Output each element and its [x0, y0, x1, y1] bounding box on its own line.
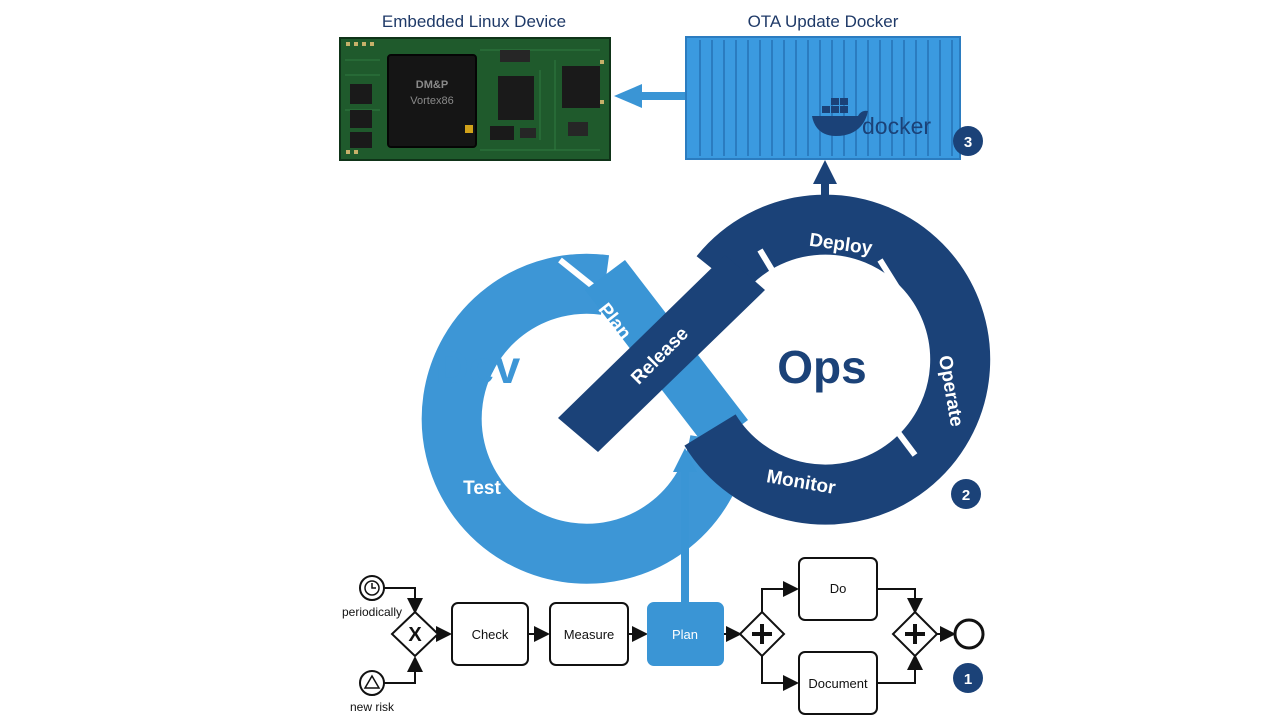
pcb-board-image: DM&P Vortex86	[339, 37, 611, 161]
chip-text-2: Vortex86	[410, 95, 453, 107]
periodically-label: periodically	[342, 605, 402, 619]
plan-task-label: Plan	[672, 627, 698, 642]
bpmn-process	[359, 557, 985, 715]
release-band	[558, 255, 765, 452]
docker-logo-text: docker	[862, 113, 931, 139]
dev-label: Dev	[436, 341, 521, 393]
deploy-to-device-arrow	[614, 84, 688, 108]
triangle-icon	[363, 674, 381, 689]
svg-text:3: 3	[964, 134, 972, 151]
document-task	[798, 651, 878, 715]
plan-to-loop-arrow	[673, 448, 697, 604]
end-event	[953, 618, 985, 650]
chip-text-1: DM&P	[416, 79, 448, 91]
code-label: Code	[476, 232, 526, 259]
gateway-x-mark: X	[408, 624, 422, 646]
badge-1: 1	[953, 663, 983, 693]
svg-text:2: 2	[962, 487, 970, 504]
docker-container: docker	[685, 36, 961, 160]
docker-whale-icon	[812, 98, 868, 136]
dev-ring	[421, 253, 750, 584]
ops-ring	[684, 194, 991, 525]
measure-task	[549, 602, 629, 666]
cpu-chip	[387, 54, 477, 148]
badge-3: 3	[953, 126, 983, 156]
check-label: Check	[472, 627, 509, 642]
document-label: Document	[808, 676, 868, 691]
measure-label: Measure	[564, 627, 615, 642]
svg-text:1: 1	[964, 671, 972, 688]
plan-task	[647, 602, 724, 666]
check-task	[451, 602, 529, 666]
test-label: Test	[463, 478, 501, 499]
exclusive-gateway	[390, 610, 440, 658]
do-label: Do	[830, 581, 847, 596]
docker-label: OTA Update Docker	[748, 12, 899, 31]
devops-infinity-loop: Code Build Test Plan Release Deploy Oper…	[333, 194, 991, 584]
badge-2: 2	[951, 479, 981, 509]
build-label: Build	[345, 321, 375, 372]
new-risk-label: new risk	[350, 700, 395, 714]
do-task	[798, 557, 878, 621]
device-label: Embedded Linux Device	[382, 12, 566, 31]
ops-label: Ops	[777, 341, 866, 393]
